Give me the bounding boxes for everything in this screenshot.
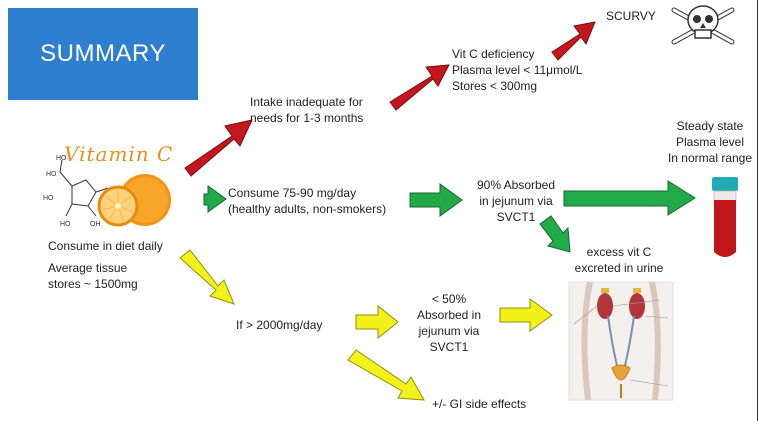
scurvy-label: SCURVY — [606, 9, 656, 23]
absorbed-50-line3: jejunum via — [418, 324, 480, 338]
blood-tube-icon — [712, 177, 738, 257]
absorbed-50-label: < 50% Absorbed in jejunum via SVCT1 — [404, 291, 494, 355]
steady-state-line1: Steady state — [676, 119, 744, 133]
absorbed-90-label: 90% Absorbed in jejunum via SVCT1 — [466, 177, 566, 225]
steady-state-line2: Plasma level — [675, 135, 745, 149]
intake-inadequate-line2: needs for 1-3 months — [250, 111, 364, 125]
absorbed-90-line3: SVCT1 — [496, 210, 536, 224]
diet-label: Consume in diet daily — [48, 239, 163, 253]
ascorbic-acid-structure-icon: HO HO HO OH HO O — [43, 155, 114, 228]
summary-title: SUMMARY — [8, 8, 198, 100]
urinary-system-icon — [568, 281, 674, 401]
svg-text:HO: HO — [56, 155, 67, 162]
vitamin-c-logo: Vitamin C — [64, 142, 174, 166]
steady-state-line3: In normal range — [667, 151, 753, 165]
tissue-stores-line1: Average tissue — [48, 261, 128, 275]
excess-line1: excess vit C — [586, 245, 652, 259]
gi-side-effects-label: +/- GI side effects — [432, 397, 527, 411]
orange-fruit-icon — [97, 174, 171, 227]
tissue-stores-line2: stores ~ 1500mg — [48, 277, 138, 291]
absorbed-90-line1: 90% Absorbed — [476, 178, 556, 192]
yellow-arrow-high-dose — [179, 249, 235, 305]
absorbed-50-line4: SVCT1 — [429, 340, 469, 354]
yellow-arrow-gi-effects — [347, 349, 425, 401]
excess-line2: excreted in urine — [574, 261, 664, 275]
consume-amount-line1: Consume 75-90 mg/day — [228, 186, 357, 200]
absorbed-90-line2: in jejunum via — [479, 194, 553, 208]
svg-text:HO: HO — [46, 171, 57, 178]
red-arrow-intake — [184, 119, 253, 177]
red-arrow-scurvy — [551, 21, 596, 61]
excess-excreted-label: excess vit C excreted in urine — [564, 244, 674, 276]
skull-crossbones-icon — [671, 5, 735, 45]
green-arrow-consume — [203, 185, 227, 213]
green-arrow-excreted — [539, 215, 571, 253]
high-dose-label: If > 2000mg/day — [236, 318, 323, 332]
svg-text:HO: HO — [60, 221, 71, 228]
steady-state-label: Steady state Plasma level In normal rang… — [660, 118, 760, 166]
green-arrow-steady-state — [563, 180, 696, 216]
absorbed-50-line1: < 50% — [431, 292, 467, 306]
svg-text:OH: OH — [90, 221, 101, 228]
deficiency-line3: Stores < 300mg — [452, 79, 538, 93]
deficiency-line2: Plasma level < 11μmol/L — [452, 63, 583, 77]
slide-border — [757, 0, 758, 421]
absorbed-50-line2: Absorbed in — [416, 308, 482, 322]
svg-text:HO: HO — [43, 195, 54, 202]
red-arrow-deficiency — [389, 64, 450, 111]
yellow-arrow-to-urine — [499, 298, 553, 332]
consume-amount-line2: (healthy adults, non-smokers) — [228, 202, 387, 216]
intake-inadequate-line1: Intake inadequate for — [250, 95, 363, 109]
yellow-arrow-low-absorption — [355, 304, 399, 340]
deficiency-line1: Vit C deficiency — [452, 47, 535, 61]
green-arrow-absorbed — [409, 183, 463, 217]
